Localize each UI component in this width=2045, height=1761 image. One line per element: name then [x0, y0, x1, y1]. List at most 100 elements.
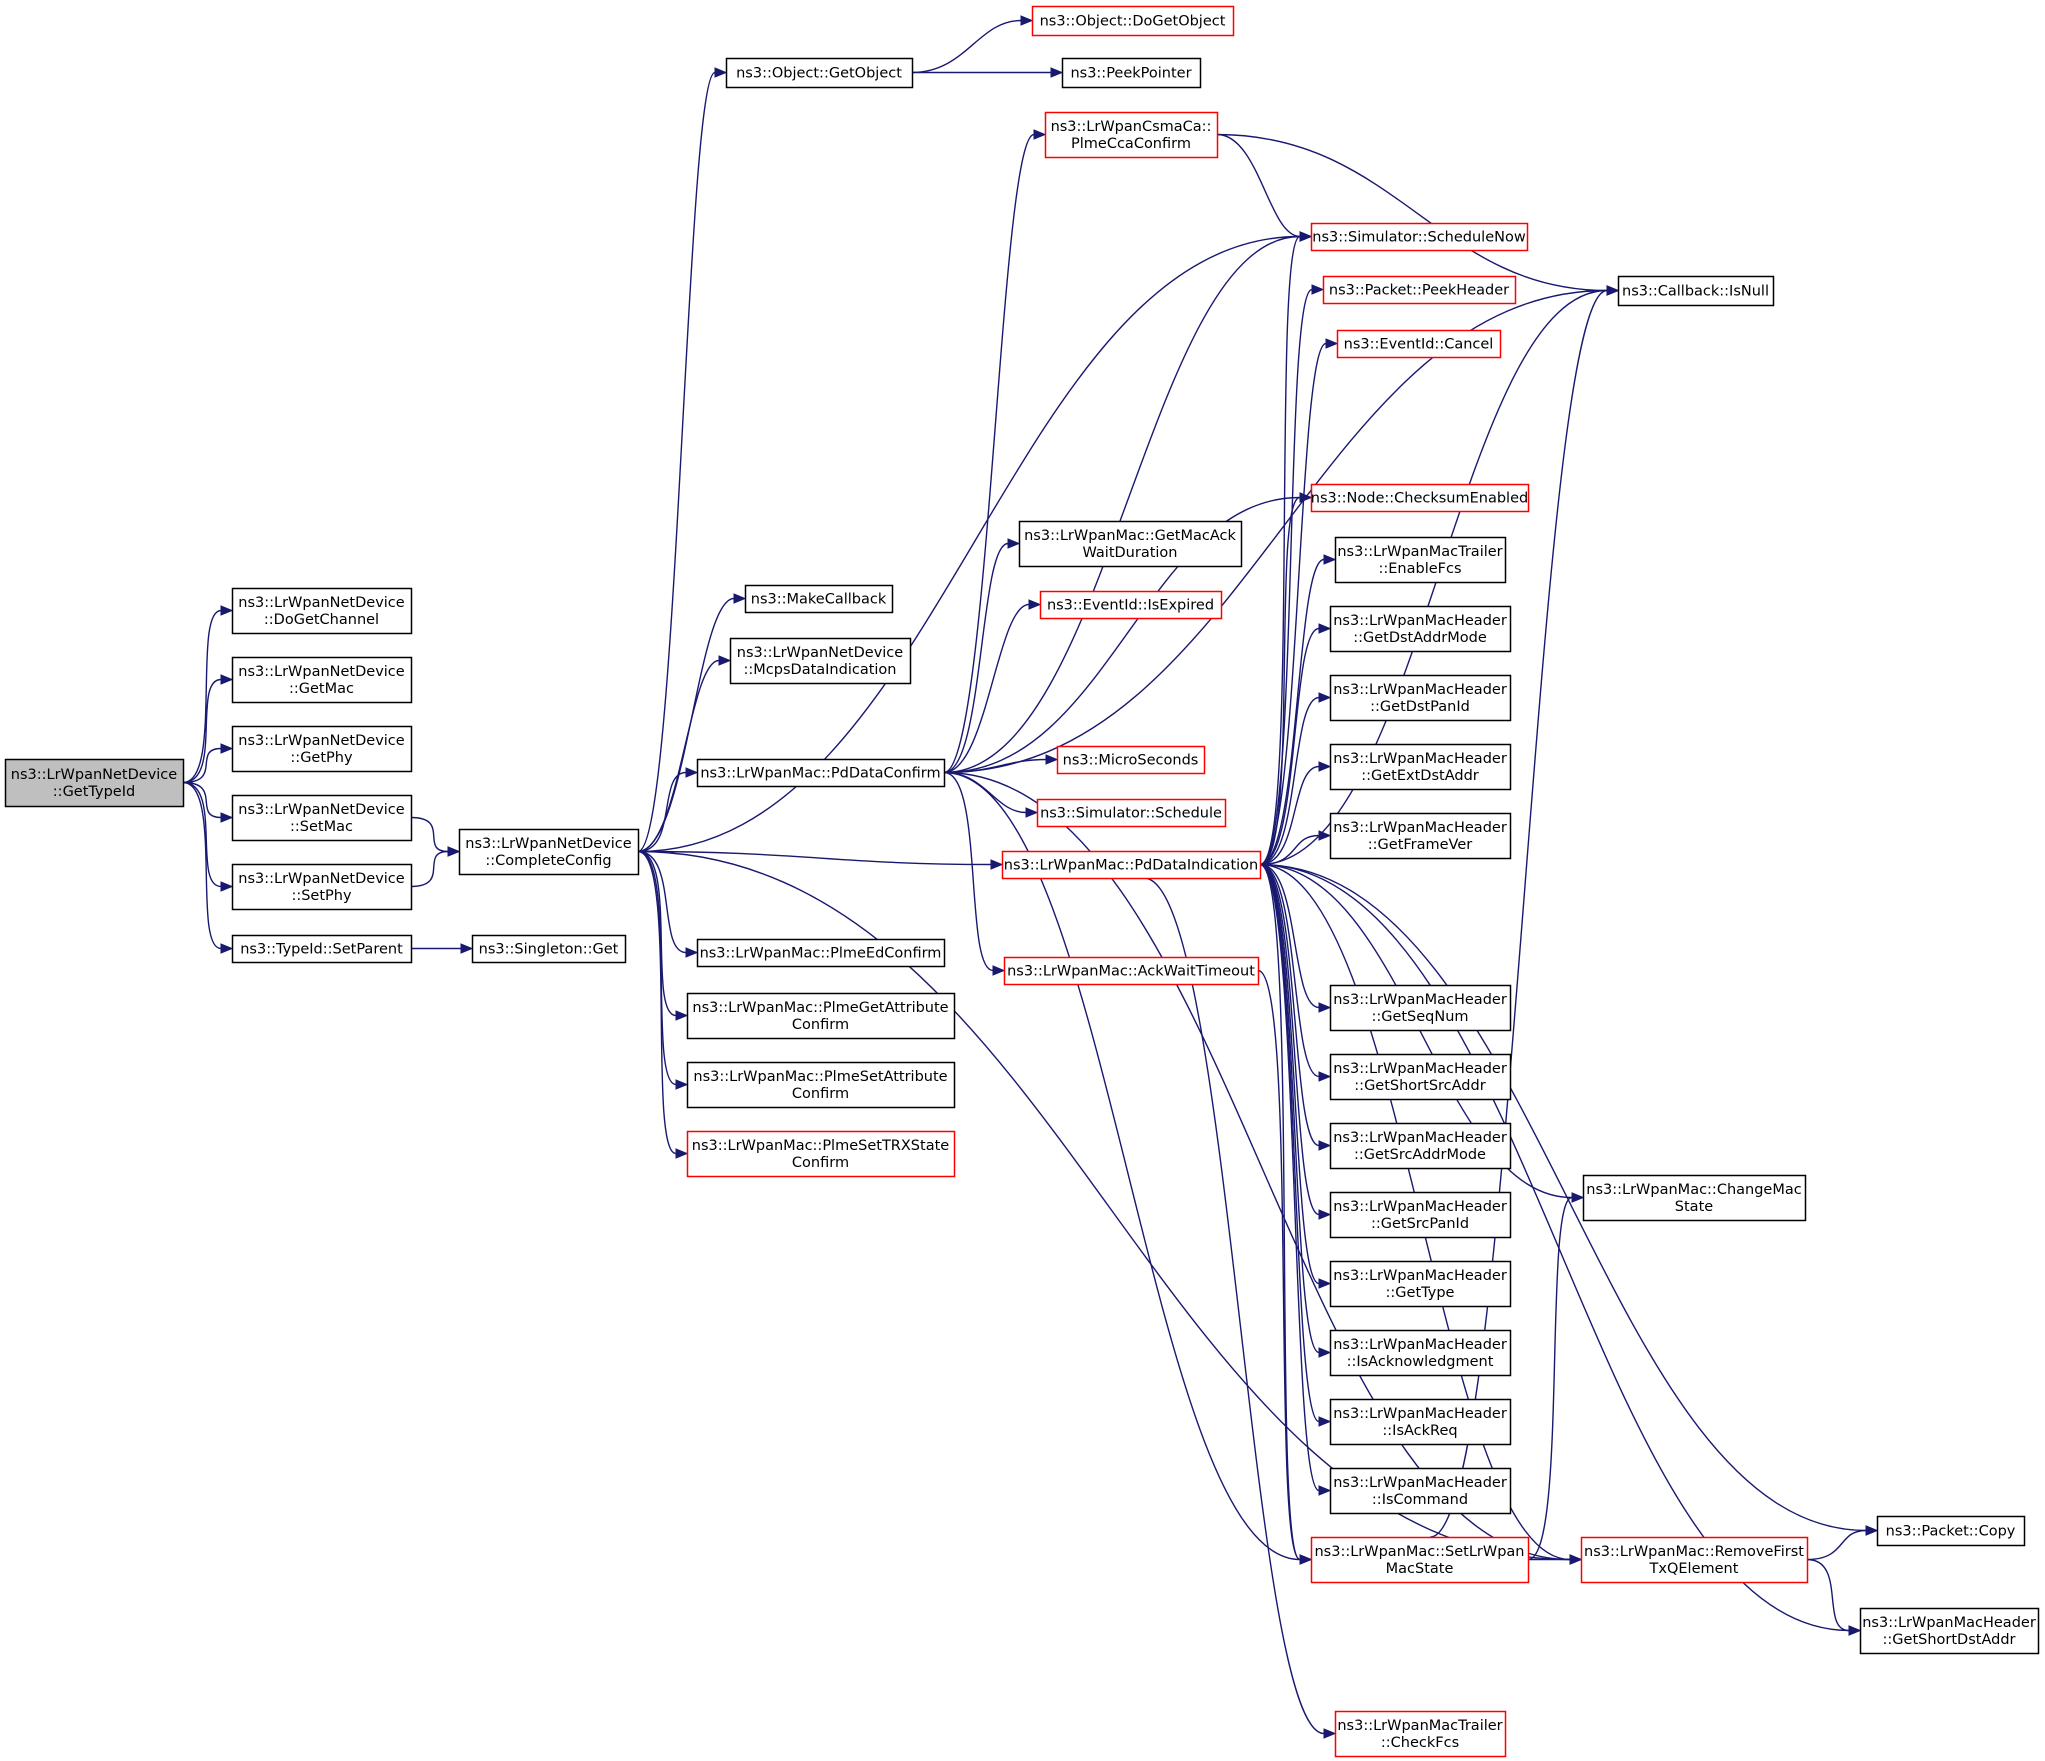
node-label: ns3::Simulator::ScheduleNow: [1312, 230, 1526, 246]
node-getSrcPanId[interactable]: ns3::LrWpanMacHeader::GetSrcPanId: [1329, 1191, 1512, 1239]
edge-pdDataInd-to-getExtDstAddr: [1259, 761, 1332, 866]
node-label: ns3::Callback::IsNull: [1622, 284, 1769, 300]
node-getType[interactable]: ns3::LrWpanMacHeader::GetType: [1329, 1260, 1512, 1308]
node-box: [1056, 745, 1206, 775]
node-ackWaitTimeout[interactable]: ns3::LrWpanMac::AckWaitTimeout: [1003, 956, 1260, 986]
node-label: ns3::LrWpanMac::RemoveFirst: [1584, 1544, 1804, 1560]
node-box: [686, 1061, 956, 1109]
node-label: ::GetExtDstAddr: [1361, 768, 1479, 784]
node-getPhy[interactable]: ns3::LrWpanNetDevice::GetPhy: [231, 725, 413, 773]
node-label: State: [1675, 1199, 1713, 1215]
node-setPhy[interactable]: ns3::LrWpanNetDevice::SetPhy: [231, 863, 413, 911]
node-checkFcs[interactable]: ns3::LrWpanMacTrailer::CheckFcs: [1334, 1710, 1507, 1758]
node-label: ::GetSrcPanId: [1371, 1216, 1469, 1232]
node-box: [1617, 275, 1775, 307]
edge-pdDataInd-to-checkFcs: [1143, 877, 1337, 1739]
node-peekPointer[interactable]: ns3::PeekPointer: [1061, 57, 1202, 89]
node-getObject[interactable]: ns3::Object::GetObject: [725, 57, 914, 89]
node-root[interactable]: ns3::LrWpanNetDevice::GetTypeId: [4, 758, 185, 808]
node-box: [1334, 1710, 1507, 1758]
node-getSeqNum[interactable]: ns3::LrWpanMacHeader::GetSeqNum: [1329, 984, 1512, 1032]
node-pdDataInd[interactable]: ns3::LrWpanMac::PdDataIndication: [1001, 850, 1262, 880]
edge-root-to-getMac: [182, 674, 234, 784]
node-getFrameVer[interactable]: ns3::LrWpanMacHeader::GetFrameVer: [1329, 812, 1512, 860]
node-singletonGet[interactable]: ns3::Singleton::Get: [471, 934, 627, 964]
node-box: [1044, 111, 1219, 159]
edge-pdDataInd-to-checksumEnabled: [1259, 492, 1313, 866]
node-microSeconds[interactable]: ns3::MicroSeconds: [1056, 745, 1206, 775]
node-completeConfig[interactable]: ns3::LrWpanNetDevice::CompleteConfig: [458, 828, 640, 876]
node-label: ::SetMac: [290, 819, 353, 835]
edge-pdDataInd-to-getSrcPanId: [1259, 863, 1332, 1220]
node-label: ns3::LrWpanNetDevice: [11, 767, 178, 783]
edge-completeConfig-to-mcpsDataInd: [637, 655, 732, 853]
edge-pdDataConfirm-to-scheduleNow: [943, 231, 1313, 774]
node-scheduleNow[interactable]: ns3::Simulator::ScheduleNow: [1310, 222, 1529, 252]
node-isCommand[interactable]: ns3::LrWpanMacHeader::IsCommand: [1329, 1467, 1512, 1515]
node-pdDataConfirm[interactable]: ns3::LrWpanMac::PdDataConfirm: [696, 758, 946, 788]
edge-pdDataInd-to-isCommand: [1259, 863, 1332, 1496]
node-packetCopy[interactable]: ns3::Packet::Copy: [1876, 1515, 2026, 1547]
node-checksumEnabled[interactable]: ns3::Node::ChecksumEnabled: [1310, 483, 1530, 513]
node-peekHeader[interactable]: ns3::Packet::PeekHeader: [1322, 275, 1517, 305]
edge-pdDataInd-to-getSrcAddrMode: [1259, 863, 1332, 1151]
edge-removeFirstTxQ-to-getShortDstAddr: [1806, 1558, 1862, 1636]
node-setMac[interactable]: ns3::LrWpanNetDevice::SetMac: [231, 794, 413, 842]
node-box: [231, 656, 413, 704]
node-getShortDstAddr[interactable]: ns3::LrWpanMacHeader::GetShortDstAddr: [1859, 1607, 2040, 1655]
edge-pdDataInd-to-isAck: [1259, 863, 1332, 1358]
node-box: [696, 758, 946, 788]
node-box: [231, 794, 413, 842]
node-box: [1018, 520, 1243, 568]
edge-completeConfig-to-pdDataInd: [637, 850, 1004, 870]
edges-layer: [182, 15, 1879, 1739]
edge-root-to-setParent: [182, 781, 234, 954]
node-isAck[interactable]: ns3::LrWpanMacHeader::IsAcknowledgment: [1329, 1329, 1512, 1377]
node-getDstAddrMode[interactable]: ns3::LrWpanMacHeader::GetDstAddrMode: [1329, 605, 1512, 653]
node-label: PlmeCcaConfirm: [1071, 136, 1191, 152]
node-box: [4, 758, 185, 808]
node-getExtDstAddr[interactable]: ns3::LrWpanMacHeader::GetExtDstAddr: [1329, 743, 1512, 791]
node-doGetObject[interactable]: ns3::Object::DoGetObject: [1031, 5, 1235, 37]
node-mcpsDataInd[interactable]: ns3::LrWpanNetDevice::McpsDataIndication: [729, 637, 912, 685]
node-setParent[interactable]: ns3::TypeId::SetParent: [231, 934, 413, 964]
node-enableFcs[interactable]: ns3::LrWpanMacTrailer::EnableFcs: [1334, 536, 1507, 584]
node-plmeCcaConfirm[interactable]: ns3::LrWpanCsmaCa::PlmeCcaConfirm: [1044, 111, 1219, 159]
node-label: ::GetSeqNum: [1371, 1009, 1468, 1025]
node-box: [729, 637, 912, 685]
edge-pdDataInd-to-getFrameVer: [1259, 830, 1332, 866]
node-callbackIsNull[interactable]: ns3::Callback::IsNull: [1617, 275, 1775, 307]
node-getSrcAddrMode[interactable]: ns3::LrWpanMacHeader::GetSrcAddrMode: [1329, 1122, 1512, 1170]
node-isExpired[interactable]: ns3::EventId::IsExpired: [1039, 590, 1223, 620]
edge-pdDataInd-to-enableFcs: [1259, 554, 1337, 866]
node-simSchedule[interactable]: ns3::Simulator::Schedule: [1036, 798, 1227, 828]
node-box: [725, 57, 914, 89]
node-box: [696, 938, 946, 968]
node-plmeEdConfirm[interactable]: ns3::LrWpanMac::PlmeEdConfirm: [696, 938, 946, 968]
node-getDstPanId[interactable]: ns3::LrWpanMacHeader::GetDstPanId: [1329, 674, 1512, 722]
node-doGetChannel[interactable]: ns3::LrWpanNetDevice::DoGetChannel: [231, 587, 413, 635]
node-makeCallback[interactable]: ns3::MakeCallback: [744, 584, 894, 614]
node-label: ns3::LrWpanNetDevice: [465, 836, 632, 852]
node-box: [471, 934, 627, 964]
node-label: ns3::LrWpanMac::PdDataConfirm: [700, 766, 940, 782]
nodes-layer: ns3::LrWpanNetDevice::GetTypeIdns3::LrWp…: [4, 5, 2040, 1758]
node-box: [231, 587, 413, 635]
node-getMac[interactable]: ns3::LrWpanNetDevice::GetMac: [231, 656, 413, 704]
node-box: [1031, 5, 1235, 37]
node-label: ns3::LrWpanMacTrailer: [1337, 1718, 1502, 1734]
node-eventCancel[interactable]: ns3::EventId::Cancel: [1336, 329, 1502, 359]
node-isAckReq[interactable]: ns3::LrWpanMacHeader::IsAckReq: [1329, 1398, 1512, 1446]
node-getShortSrcAddr[interactable]: ns3::LrWpanMacHeader::GetShortSrcAddr: [1329, 1053, 1512, 1101]
node-label: ns3::LrWpanCsmaCa::: [1051, 119, 1212, 135]
edge-plmeCcaConfirm-to-scheduleNow: [1216, 133, 1313, 242]
node-label: ns3::LrWpanMacHeader: [1333, 1406, 1507, 1422]
